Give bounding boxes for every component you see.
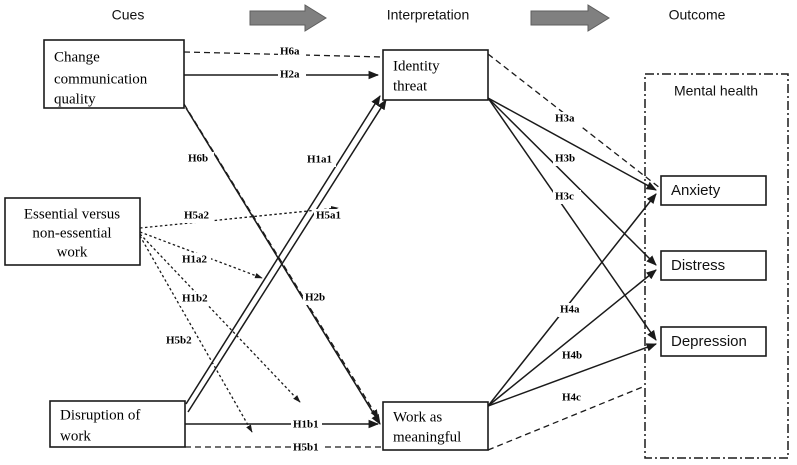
hypothesis-label-h1a2: H1a2 <box>182 254 208 266</box>
hypothesis-label-h6a: H6a <box>280 46 300 58</box>
node-distress[interactable] <box>660 250 767 281</box>
node-anxiety[interactable] <box>660 175 767 206</box>
node-essential-versus-non-essential-work[interactable] <box>4 197 141 266</box>
node-identity-threat-line-1: Identity <box>393 58 440 74</box>
hypothesis-label-h1b2: H1b2 <box>182 293 208 305</box>
edge-h4a <box>487 193 657 407</box>
edge-h5a2 <box>139 205 339 229</box>
edge-h4b <box>487 269 657 407</box>
column-header-cues: Cues <box>112 7 145 23</box>
node-essential-versus-non-essential-work-line-2: non-essential <box>32 225 111 241</box>
node-change-communication-quality-line-2: communication <box>54 71 148 87</box>
cues-to-interpretation-arrow <box>249 4 327 32</box>
edge-h4c <box>487 343 657 407</box>
hypothesis-label-h5b2: H5b2 <box>166 335 192 347</box>
hypothesis-label-h1b1: H1b1 <box>293 419 319 431</box>
hypothesis-label-h5a1: H5a1 <box>316 210 341 222</box>
node-work-as-meaningful[interactable] <box>382 401 489 451</box>
hypothesis-label-h1a1: H1a1 <box>307 154 332 166</box>
hypothesis-label-h4b: H4b <box>562 350 582 362</box>
mental-health-group-label: Mental health <box>674 83 758 99</box>
hypothesis-label-h5b1: H5b1 <box>293 442 319 454</box>
column-header-outcome: Outcome <box>669 7 726 23</box>
node-depression-label: Depression <box>671 333 747 350</box>
mental-health-group-boundary <box>644 73 789 459</box>
node-essential-versus-non-essential-work-line-1: Essential versus <box>24 206 120 222</box>
interpretation-to-outcome-arrow <box>530 4 610 32</box>
edge-work-as-meaningful-dashed <box>487 385 646 451</box>
hypothesis-label-h2a: H2a <box>280 69 300 81</box>
hypothesis-label-h2b: H2b <box>305 292 325 304</box>
node-work-as-meaningful-line-1: Work as <box>393 409 442 425</box>
node-identity-threat[interactable] <box>382 49 489 101</box>
node-disruption-of-work-line-2: work <box>60 428 91 444</box>
edge-h1b2 <box>139 233 301 403</box>
node-distress-label: Distress <box>671 257 725 274</box>
column-header-interpretation: Interpretation <box>387 7 470 23</box>
edge-h3c <box>487 97 657 341</box>
node-work-as-meaningful-line-2: meaningful <box>393 429 461 445</box>
node-depression[interactable] <box>660 326 767 357</box>
edge-h6a <box>183 51 384 58</box>
hypothesis-label-h4a: H4a <box>560 304 580 316</box>
edge-disruption-to-identity-threat-secondary <box>187 99 387 413</box>
hypothesis-label-h5a2: H5a2 <box>184 210 210 222</box>
node-disruption-of-work-line-1: Disruption of <box>60 407 140 423</box>
hypothesis-label-h3b: H3b <box>555 153 575 165</box>
node-disruption-of-work[interactable] <box>49 400 186 448</box>
node-change-communication-quality-line-1: Change <box>54 49 100 65</box>
node-identity-threat-line-2: threat <box>393 78 428 94</box>
edge-h3a <box>487 97 657 191</box>
node-change-communication-quality[interactable] <box>43 39 185 109</box>
hypothesis-label-h6b: H6b <box>188 153 208 165</box>
hypothesis-label-h3c: H3c <box>555 191 574 203</box>
node-anxiety-label: Anxiety <box>671 182 721 199</box>
edge-h2b <box>185 107 381 425</box>
hypothesis-label-h3a: H3a <box>555 113 575 125</box>
node-change-communication-quality-line-3: quality <box>54 91 96 107</box>
edge-identity-threat-to-anxiety-dashed <box>487 53 661 189</box>
edge-h1a1 <box>185 95 381 405</box>
hypothesis-label-h4c: H4c <box>562 392 581 404</box>
edge-h3b <box>487 97 657 266</box>
node-essential-versus-non-essential-work-line-3: work <box>57 244 88 260</box>
